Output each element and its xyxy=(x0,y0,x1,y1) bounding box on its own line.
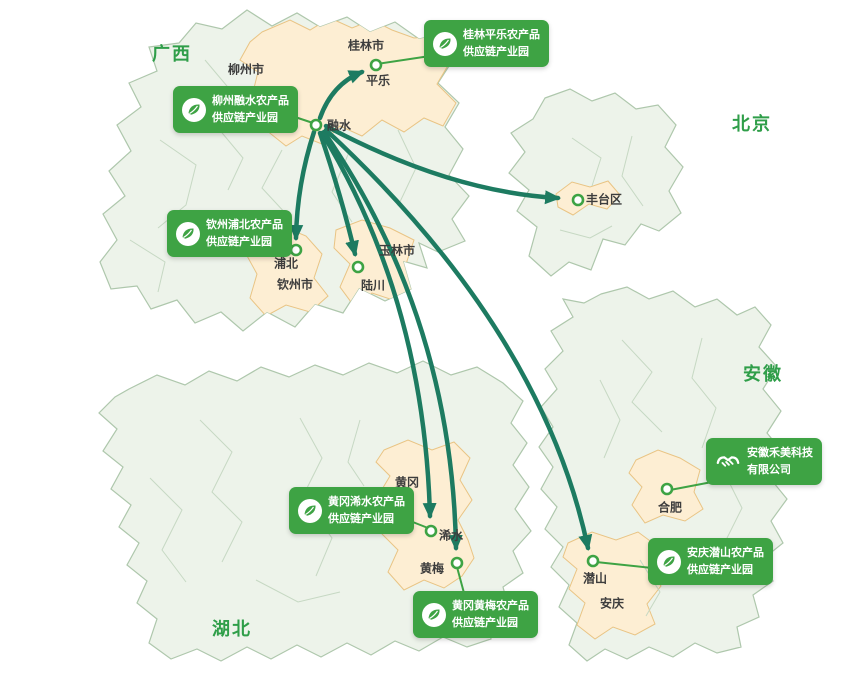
city-marker-huangmei[interactable] xyxy=(450,556,464,570)
district-border xyxy=(639,559,661,617)
city-marker-pingle[interactable] xyxy=(369,58,383,72)
leaf-logo-icon xyxy=(298,498,322,523)
route-rongshui-pingle xyxy=(317,69,365,121)
anqing-qianshan-highlight xyxy=(562,531,662,640)
route-rongshui-fengtai xyxy=(323,123,561,205)
route-rongshui-luchuan xyxy=(317,130,359,257)
park-name-line2: 供应链产业园 xyxy=(328,512,394,525)
park-callout-huanggang-huangmei[interactable]: 黄冈黄梅农产品 供应链产业园 xyxy=(413,591,538,638)
district-border xyxy=(129,239,166,293)
park-name-line2: 供应链产业园 xyxy=(463,45,529,58)
route-rongshui-huangmei xyxy=(321,129,463,551)
city-label-anqing: 安庆 xyxy=(599,596,625,611)
city-label-qianshan: 潜山 xyxy=(582,571,608,586)
park-name-line2: 供应链产业园 xyxy=(206,235,272,248)
leader-anhui-hemei xyxy=(669,481,713,491)
province-label-hubei: 湖北 xyxy=(212,619,252,639)
park-callout-anhui-hemei[interactable]: 安徽禾美科技 有限公司 xyxy=(706,438,822,485)
province-label-anhui: 安徽 xyxy=(743,364,783,384)
park-name-line1: 桂林平乐农产品 xyxy=(463,29,540,41)
company-name-line1: 安徽禾美科技 xyxy=(747,447,813,459)
leaf-logo-icon xyxy=(657,549,681,574)
district-border xyxy=(347,419,365,487)
city-label-pubei: 浦北 xyxy=(273,256,299,271)
park-name-line1: 黄冈黄梅农产品 xyxy=(452,600,529,612)
park-callout-huanggang-xishui[interactable]: 黄冈浠水农产品 供应链产业园 xyxy=(289,487,414,534)
district-border xyxy=(599,379,621,459)
district-border xyxy=(559,225,613,239)
city-label-hefei: 合肥 xyxy=(657,500,683,515)
park-name-line2: 供应链产业园 xyxy=(452,616,518,629)
park-name-line1: 黄冈浠水农产品 xyxy=(328,496,405,508)
park-callout-anqing-qianshan[interactable]: 安庆潜山农产品 供应链产业园 xyxy=(648,538,773,585)
leaf-logo-icon xyxy=(182,97,206,122)
district-border xyxy=(571,137,602,187)
city-label-liuzhou: 柳州市 xyxy=(227,62,265,77)
route-rongshui-pubei xyxy=(289,129,317,241)
city-label-huangmei: 黄梅 xyxy=(419,561,445,576)
leader-anqing-qianshan xyxy=(595,561,653,569)
city-marker-pubei[interactable] xyxy=(289,243,303,257)
district-border xyxy=(691,337,717,449)
city-marker-xishui[interactable] xyxy=(424,524,438,538)
leaf-logo-icon xyxy=(422,602,446,627)
province-label-guangxi: 广西 xyxy=(152,44,192,64)
city-marker-qianshan[interactable] xyxy=(586,554,600,568)
beijing-highlights xyxy=(555,135,644,239)
park-name-line2: 供应链产业园 xyxy=(687,563,753,576)
district-border xyxy=(255,579,341,603)
park-callout-qinzhou-pubei[interactable]: 钦州浦北农产品 供应链产业园 xyxy=(167,210,292,257)
company-name-line2: 有限公司 xyxy=(747,463,791,476)
beijing-province-shape xyxy=(508,88,684,277)
city-label-fengtai: 丰台区 xyxy=(585,192,623,207)
park-name-line1: 安庆潜山农产品 xyxy=(687,547,764,559)
fengtai-highlight xyxy=(555,180,621,216)
province-label-beijing: 北京 xyxy=(732,114,772,134)
leaf-logo-icon xyxy=(433,31,457,56)
district-border xyxy=(149,477,187,583)
park-callout-guilin-pingle[interactable]: 桂林平乐农产品 供应链产业园 xyxy=(424,20,549,67)
park-callout-liuzhou-rongshui[interactable]: 柳州融水农产品 供应链产业园 xyxy=(173,86,298,133)
route-rongshui-qianshan xyxy=(323,127,593,551)
city-label-pingle: 平乐 xyxy=(365,73,391,88)
leader-huanggang-huangmei xyxy=(456,566,465,594)
route-rongshui-xishui xyxy=(319,130,437,519)
route-arrows xyxy=(289,69,593,551)
city-label-rongshui: 融水 xyxy=(326,118,352,133)
city-label-guilin: 桂林市 xyxy=(347,38,385,53)
handshake-icon xyxy=(716,455,740,467)
city-marker-hefei[interactable] xyxy=(660,482,674,496)
city-label-huanggang: 黄冈 xyxy=(394,475,420,490)
city-marker-fengtai[interactable] xyxy=(571,193,585,207)
city-label-xishui: 浠水 xyxy=(438,528,464,543)
city-marker-luchuan[interactable] xyxy=(351,260,365,274)
park-name-line1: 柳州融水农产品 xyxy=(212,95,289,107)
park-name-line2: 供应链产业园 xyxy=(212,111,278,124)
leaf-logo-icon xyxy=(176,221,200,246)
city-label-luchuan: 陆川 xyxy=(360,278,386,293)
city-marker-rongshui[interactable] xyxy=(309,118,323,132)
district-border xyxy=(621,135,644,207)
city-label-yulin: 玉林市 xyxy=(378,243,416,258)
district-border xyxy=(621,339,663,433)
city-label-qinzhou: 钦州市 xyxy=(276,277,314,292)
district-border xyxy=(199,419,243,563)
park-name-line1: 钦州浦北农产品 xyxy=(206,219,283,231)
leader-guilin-pingle xyxy=(376,55,431,65)
city-markers xyxy=(289,58,674,570)
